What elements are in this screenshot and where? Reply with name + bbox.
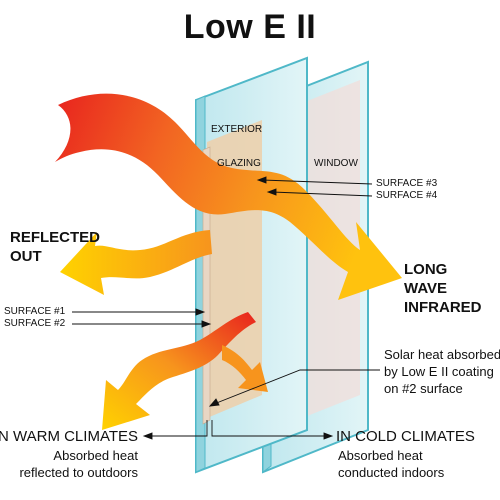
label-reflected: REFLECTED OUT [10, 228, 100, 266]
reflected-line-2: OUT [10, 248, 42, 265]
label-surface-4: SURFACE #4 [376, 190, 438, 201]
warm-climate-wave [102, 312, 256, 430]
diagram-title: Low E II [183, 8, 317, 46]
cold-climates-note: Absorbed heat conducted indoors [338, 447, 444, 481]
solar-line-1: Solar heat absorbed [384, 347, 500, 362]
label-surface-2: SURFACE #2 [4, 318, 66, 329]
incoming-heat-wave [55, 93, 402, 300]
label-glazing: GLAZING [217, 158, 261, 169]
warm-line-1: Absorbed heat [53, 448, 138, 463]
warm-climates-note: Absorbed heat reflected to outdoors [0, 447, 138, 481]
label-surface-3: SURFACE #3 [376, 178, 438, 189]
reflected-out-wave [60, 230, 212, 295]
long-wave-line-1: LONG [404, 261, 448, 278]
label-window: WINDOW [314, 158, 358, 169]
cold-line-2: conducted indoors [338, 465, 445, 480]
cold-line-1: Absorbed heat [338, 448, 423, 463]
reflected-line-1: REFLECTED [10, 229, 100, 246]
label-long-wave-infrared: LONG WAVE INFRARED [404, 260, 482, 317]
label-solar-heat: Solar heat absorbed by Low E II coating … [384, 346, 500, 397]
leader-lines [72, 176, 380, 440]
cold-climates-heading: IN COLD CLIMATES [336, 428, 475, 445]
long-wave-line-3: INFRARED [404, 299, 482, 316]
warm-line-2: reflected to outdoors [19, 465, 138, 480]
label-surface-1: SURFACE #1 [4, 306, 66, 317]
solar-line-2: by Low E II coating [384, 364, 494, 379]
inward-small-wave [222, 345, 268, 392]
long-wave-line-2: WAVE [404, 280, 448, 297]
warm-climates-heading: N WARM CLIMATES [0, 428, 139, 445]
label-exterior: EXTERIOR [211, 124, 263, 135]
solar-line-3: on #2 surface [384, 381, 463, 396]
